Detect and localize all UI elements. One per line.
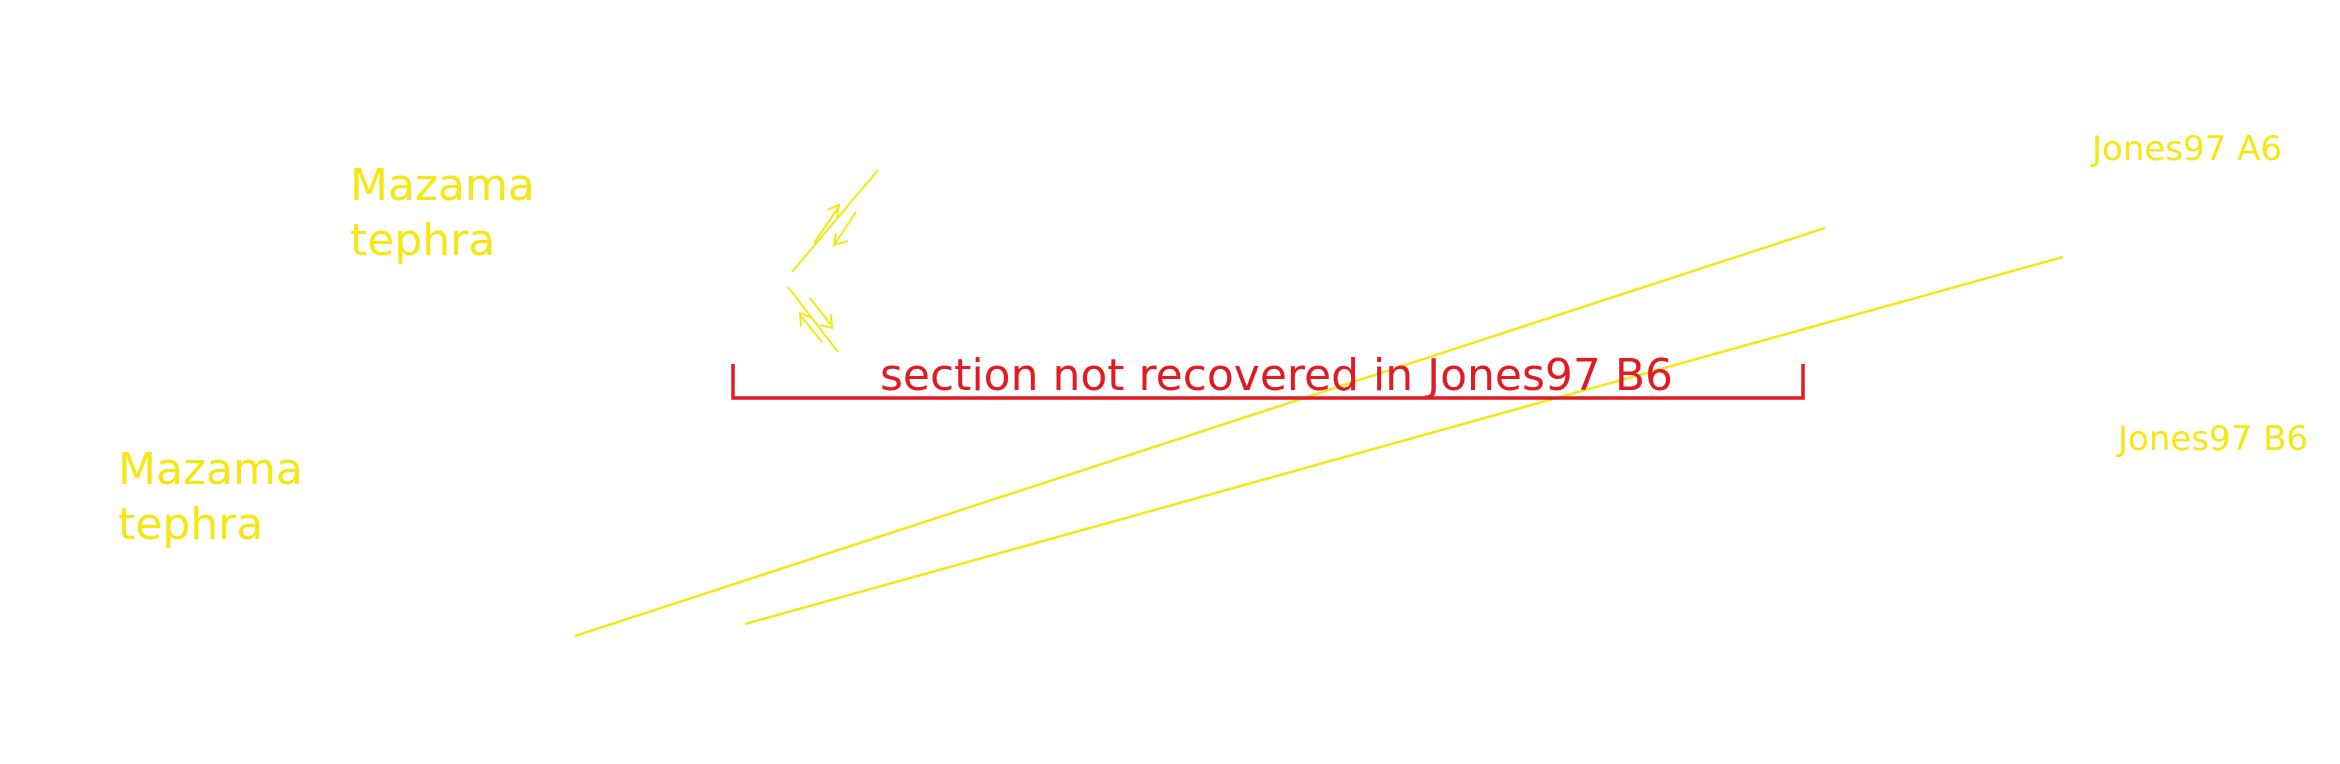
- label-core-b6: Jones97 B6: [2118, 419, 2309, 459]
- tephra-line-b6: [744, 255, 2064, 626]
- gap-bracket: [731, 364, 1805, 400]
- label-line: tephra: [118, 499, 264, 550]
- label-mazama-tephra-lower: Mazama tephra: [118, 442, 303, 552]
- label-line: Mazama: [350, 160, 535, 211]
- label-line: tephra: [350, 215, 496, 266]
- fault-arrows-upper: [791, 169, 879, 273]
- label-mazama-tephra-upper: Mazama tephra: [350, 158, 535, 268]
- fault-arrows-lower: [787, 286, 839, 353]
- label-line: Mazama: [118, 444, 303, 495]
- label-core-a6: Jones97 A6: [2092, 129, 2282, 169]
- tephra-line-a6: [574, 226, 1826, 638]
- label-section-not-recovered: section not recovered in Jones97 B6: [880, 350, 1674, 401]
